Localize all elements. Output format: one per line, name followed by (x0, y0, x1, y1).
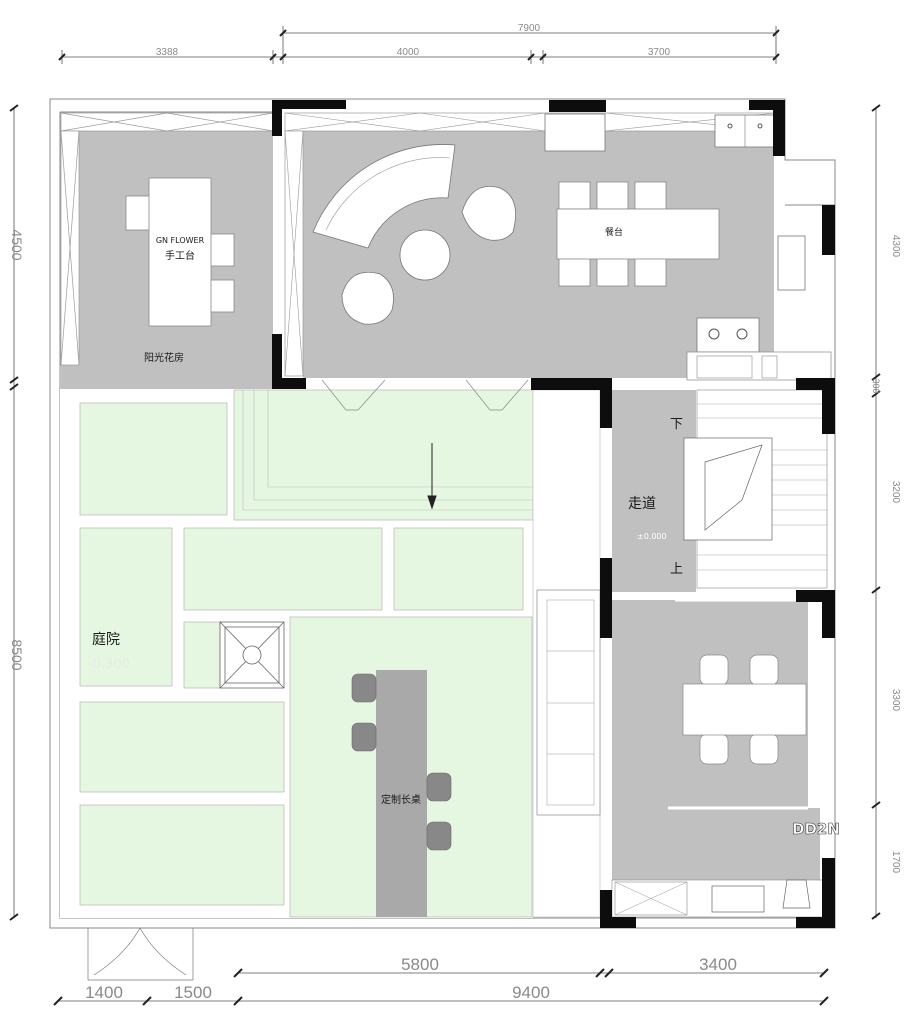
dim-bottom-e: 9400 (512, 983, 550, 1002)
dim-right-4: 3300 (890, 689, 901, 712)
left-dimensions (9, 104, 19, 921)
corridor-label: 走道 (628, 496, 656, 512)
sunroom-label: 阳光花房 (144, 351, 184, 364)
dim-top-right: 3700 (648, 47, 671, 58)
courtyard-label: 庭院 (92, 631, 120, 648)
courtyard-level: -0.300 (88, 657, 130, 672)
stairs-down-label: 下 (670, 417, 683, 432)
cabinet (777, 235, 806, 291)
courtyard-green-areas (79, 389, 534, 918)
workbench (125, 177, 235, 327)
long-table-label: 定制长桌 (381, 793, 421, 806)
top-dimensions (58, 26, 780, 64)
long-table (376, 670, 427, 917)
stairs-up-label: 上 (670, 562, 683, 577)
shoe-cabinet (536, 589, 601, 816)
dining-table-label: 餐台 (605, 226, 623, 238)
toilet (782, 879, 811, 909)
dim-right-1: 4300 (890, 235, 901, 258)
right-dimensions (871, 104, 881, 920)
bar-stools (351, 673, 452, 851)
dim-bottom-d: 1500 (174, 983, 212, 1002)
dining-table (556, 208, 720, 260)
dim-right-3: 3200 (890, 481, 901, 504)
bottom-dimensions (53, 968, 829, 1006)
mark-label: DD2N (792, 820, 840, 838)
structural-walls (272, 100, 835, 928)
coffee-table (399, 229, 451, 281)
entry-door (87, 927, 194, 981)
lounge-chairs (341, 186, 516, 325)
sunroom-glazing (60, 112, 274, 366)
fountain-feature (219, 621, 285, 689)
dim-left-upper: 4500 (9, 229, 25, 260)
dim-bottom-a: 5800 (401, 955, 439, 974)
dim-left-lower: 8500 (9, 639, 25, 670)
dim-top-total: 7900 (518, 23, 541, 34)
shoe-cabinet-lines (546, 599, 595, 806)
fridge (544, 113, 606, 152)
corridor-floor (612, 390, 696, 592)
curved-sofa (312, 144, 456, 249)
back-room-chairs (699, 654, 779, 765)
staircase (683, 389, 828, 589)
stove (696, 317, 760, 353)
dim-bottom-b: 3400 (699, 955, 737, 974)
dim-right-5: 1700 (890, 851, 901, 874)
dim-top-left: 3388 (156, 47, 179, 58)
workbench-brand-label: GN FLOWER (156, 236, 205, 245)
dim-right-2: 300 (871, 378, 881, 393)
workbench-label: 手工台 (165, 249, 195, 262)
washbasin (711, 885, 765, 913)
west-glazing-lines (284, 130, 304, 377)
corridor-level: ±0.000 (637, 532, 667, 541)
back-room-table (682, 683, 807, 736)
courtyard-steps (242, 390, 533, 511)
north-glazing (284, 112, 776, 132)
dim-top-mid: 4000 (397, 47, 420, 58)
courtyard-doors (321, 379, 529, 411)
stair-treads (697, 403, 827, 571)
dim-bottom-c: 1400 (85, 983, 123, 1002)
